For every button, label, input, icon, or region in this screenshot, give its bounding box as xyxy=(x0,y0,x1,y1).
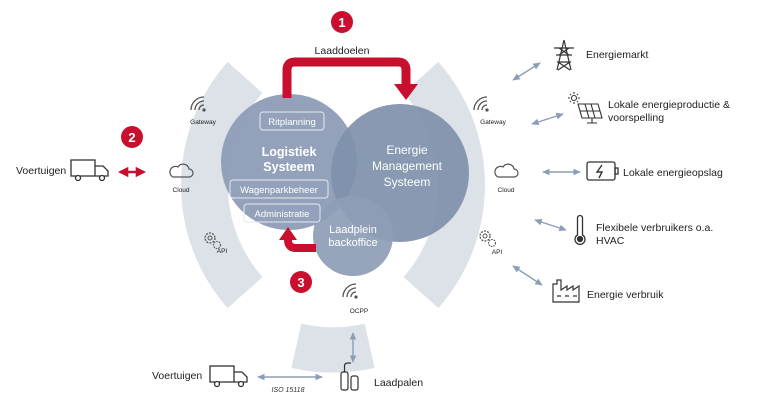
ems-title-1: Energie xyxy=(386,143,428,157)
badge-3: 3 xyxy=(290,271,312,293)
iso-label: ISO 15118 xyxy=(272,387,305,394)
productie-label-1: Lokale energieproductie & xyxy=(608,99,730,111)
administratie-label: Administratie xyxy=(255,209,310,220)
thermometer-icon xyxy=(574,214,586,245)
solar-panel-icon xyxy=(568,92,603,124)
laaddoelen-arrowhead xyxy=(394,84,418,100)
wagenparkbeheer-label: Wagenparkbeheer xyxy=(240,185,318,196)
badge-2: 2 xyxy=(121,126,143,148)
ritplanning-box: Ritplanning xyxy=(259,111,325,131)
ems-title-3: Systeem xyxy=(384,175,431,189)
ritplanning-label: Ritplanning xyxy=(268,117,316,128)
gear-icon-left xyxy=(204,232,222,250)
left-api-label: API xyxy=(217,248,228,255)
gateway-icon-bottom xyxy=(342,283,358,299)
energiemarkt-connector xyxy=(512,62,541,81)
productie-connector xyxy=(531,112,564,126)
laaddoelen-flow-arrow xyxy=(282,57,411,98)
battery-icon xyxy=(586,161,619,181)
verbruik-label: Energie verbruik xyxy=(587,289,664,301)
ocpp-label: OCPP xyxy=(350,308,368,315)
left-cloud-label: Cloud xyxy=(173,187,190,194)
right-gateway-label: Gateway xyxy=(480,119,506,126)
badge-1: 1 xyxy=(331,11,353,33)
verbruikers-label-1: Flexibele verbruikers o.a. xyxy=(596,222,713,234)
transmission-tower-icon xyxy=(554,39,574,71)
energiemarkt-label: Energiemarkt xyxy=(586,49,649,61)
ring-segment-bottom xyxy=(291,323,375,373)
laadpalen-label: Laadpalen xyxy=(374,377,423,389)
truck-icon-left xyxy=(70,159,109,182)
cloud-icon-left xyxy=(169,163,194,178)
verbruik-connector xyxy=(512,265,543,286)
gateway-icon-left xyxy=(190,96,206,112)
badge-1-label: 1 xyxy=(338,15,345,30)
ems-title-2: Management xyxy=(372,159,443,173)
productie-label-2: voorspelling xyxy=(608,112,664,124)
verbruikers-label-2: HVAC xyxy=(596,235,625,247)
charger-icon xyxy=(340,362,359,391)
logistiek-circle xyxy=(221,94,357,230)
laadplein-title-2: backoffice xyxy=(328,237,377,249)
left-gateway-label: Gateway xyxy=(190,119,216,126)
vehicles-left-label: Voertuigen xyxy=(16,165,66,177)
opslag-label: Lokale energieopslag xyxy=(623,167,723,179)
laadplein-circle xyxy=(313,196,393,276)
logistiek-title-1: Logistiek xyxy=(262,145,317,159)
laadplein-arrowhead xyxy=(279,227,297,240)
vehicles-bottom-label: Voertuigen xyxy=(152,370,202,382)
badge-3-label: 3 xyxy=(297,275,304,290)
laadplein-flow-arrow xyxy=(284,236,316,252)
right-cloud-label: Cloud xyxy=(498,187,515,194)
badge-2-label: 2 xyxy=(128,130,135,145)
laadplein-title-1: Laadplein xyxy=(329,224,377,236)
logistiek-title-2: Systeem xyxy=(263,160,314,174)
administratie-box: Administratie xyxy=(243,203,321,223)
wagenparkbeheer-box: Wagenparkbeheer xyxy=(229,179,329,199)
gear-icon-right xyxy=(479,230,497,248)
cloud-icon-right xyxy=(494,163,519,178)
laaddoelen-label: Laaddoelen xyxy=(315,45,370,57)
verbruikers-connector xyxy=(534,218,567,232)
truck-icon-bottom xyxy=(209,365,248,388)
right-api-label: API xyxy=(492,249,503,256)
factory-icon xyxy=(552,279,580,303)
gateway-icon-right xyxy=(473,96,489,112)
